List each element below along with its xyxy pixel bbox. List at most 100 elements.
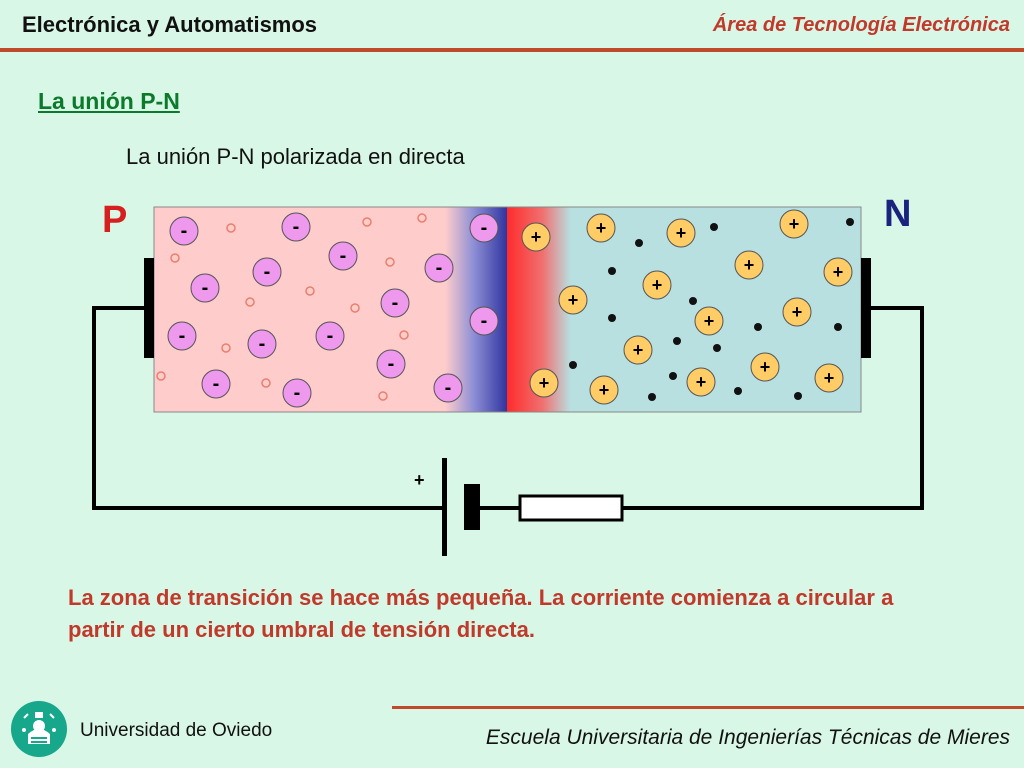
acceptor-ion — [469, 213, 499, 243]
plus-sign: + — [652, 275, 663, 295]
acceptor-ion — [282, 378, 312, 408]
donor-ion — [782, 297, 812, 327]
electron — [734, 387, 742, 395]
acceptor-ion — [424, 253, 454, 283]
minus-sign: - — [340, 245, 347, 267]
minus-sign: - — [213, 373, 220, 395]
minus-sign: - — [181, 220, 188, 242]
circuit-wires — [92, 306, 924, 510]
electron — [689, 297, 697, 305]
diagram-subtitle: La unión P-N polarizada en directa — [126, 144, 465, 169]
university-name: Universidad de Oviedo — [80, 720, 273, 741]
plus-sign: + — [760, 357, 771, 377]
minus-signs: - - - - - - - - - - - - - - - - — [179, 216, 488, 404]
donor-ion — [521, 222, 551, 252]
plus-sign: + — [633, 340, 644, 360]
p-contact — [144, 258, 154, 358]
hole — [350, 303, 360, 313]
donor-ion — [623, 335, 653, 365]
acceptor-ion — [281, 212, 311, 242]
donor-ion — [558, 285, 588, 315]
acceptor-ion — [315, 321, 345, 351]
minus-sign: - — [294, 382, 301, 404]
donor-ion — [586, 213, 616, 243]
hole — [261, 378, 271, 388]
section-title: La unión P-N — [38, 88, 180, 114]
donor-ion — [642, 270, 672, 300]
header-department: Área de Tecnología Electrónica — [712, 14, 1010, 36]
minus-sign: - — [259, 333, 266, 355]
hole — [226, 223, 236, 233]
minus-sign: - — [481, 310, 488, 332]
electron — [673, 337, 681, 345]
plus-sign: + — [539, 373, 550, 393]
acceptor-ion — [190, 273, 220, 303]
electron — [710, 223, 718, 231]
minus-sign: - — [392, 292, 399, 314]
plus-sign: + — [599, 380, 610, 400]
plus-sign: + — [833, 262, 844, 282]
minus-sign: - — [388, 353, 395, 375]
battery-positive-plate — [442, 458, 447, 556]
footer-divider — [392, 706, 1024, 709]
acceptor-ion — [167, 321, 197, 351]
battery: + — [414, 458, 480, 556]
acceptor-ion — [169, 216, 199, 246]
plus-sign: + — [596, 218, 607, 238]
electron — [754, 323, 762, 331]
electron — [635, 239, 643, 247]
hole — [170, 253, 180, 263]
minus-sign: - — [293, 216, 300, 238]
donor-ion — [686, 367, 716, 397]
n-contact — [861, 258, 871, 358]
electron — [834, 323, 842, 331]
electron — [713, 344, 721, 352]
battery-negative-plate — [464, 484, 480, 530]
donor-ion — [589, 375, 619, 405]
plus-sign: + — [568, 290, 579, 310]
hole — [378, 391, 388, 401]
p-label: P — [102, 199, 127, 241]
university-logo-icon — [11, 701, 67, 757]
electron — [569, 361, 577, 369]
acceptor-ion — [433, 373, 463, 403]
minus-sign: - — [436, 257, 443, 279]
plus-sign: + — [531, 227, 542, 247]
hole — [245, 297, 255, 307]
plus-sign: + — [704, 311, 715, 331]
holes — [156, 213, 427, 401]
minus-sign: - — [179, 325, 186, 347]
plus-signs: + + + + + + + + + + + + + + + + — [531, 214, 844, 400]
school-name: Escuela Universitaria de Ingenierías Téc… — [485, 726, 1010, 749]
plus-sign: + — [744, 255, 755, 275]
plus-sign: + — [789, 214, 800, 234]
minus-sign: - — [445, 377, 452, 399]
minus-sign: - — [202, 277, 209, 299]
acceptor-ion — [252, 257, 282, 287]
minus-sign: - — [327, 325, 334, 347]
donor-ion — [694, 306, 724, 336]
hole — [399, 330, 409, 340]
plus-sign: + — [824, 368, 835, 388]
hole — [385, 257, 395, 267]
donor-ion — [823, 257, 853, 287]
electrons — [569, 218, 854, 401]
donor-ion — [750, 352, 780, 382]
donor-ions — [521, 209, 853, 405]
acceptor-ion — [201, 369, 231, 399]
hole — [156, 371, 166, 381]
electron — [648, 393, 656, 401]
acceptor-ion — [328, 241, 358, 271]
header-divider — [0, 48, 1024, 52]
plus-sign: + — [792, 302, 803, 322]
minus-sign: - — [481, 217, 488, 239]
hole — [362, 217, 372, 227]
electron — [669, 372, 677, 380]
donor-ion — [529, 368, 559, 398]
hole — [221, 343, 231, 353]
explanation-text: La zona de transición se hace más pequeñ… — [68, 585, 894, 642]
electron — [794, 392, 802, 400]
electron — [846, 218, 854, 226]
plus-sign: + — [696, 372, 707, 392]
donor-ion — [734, 250, 764, 280]
